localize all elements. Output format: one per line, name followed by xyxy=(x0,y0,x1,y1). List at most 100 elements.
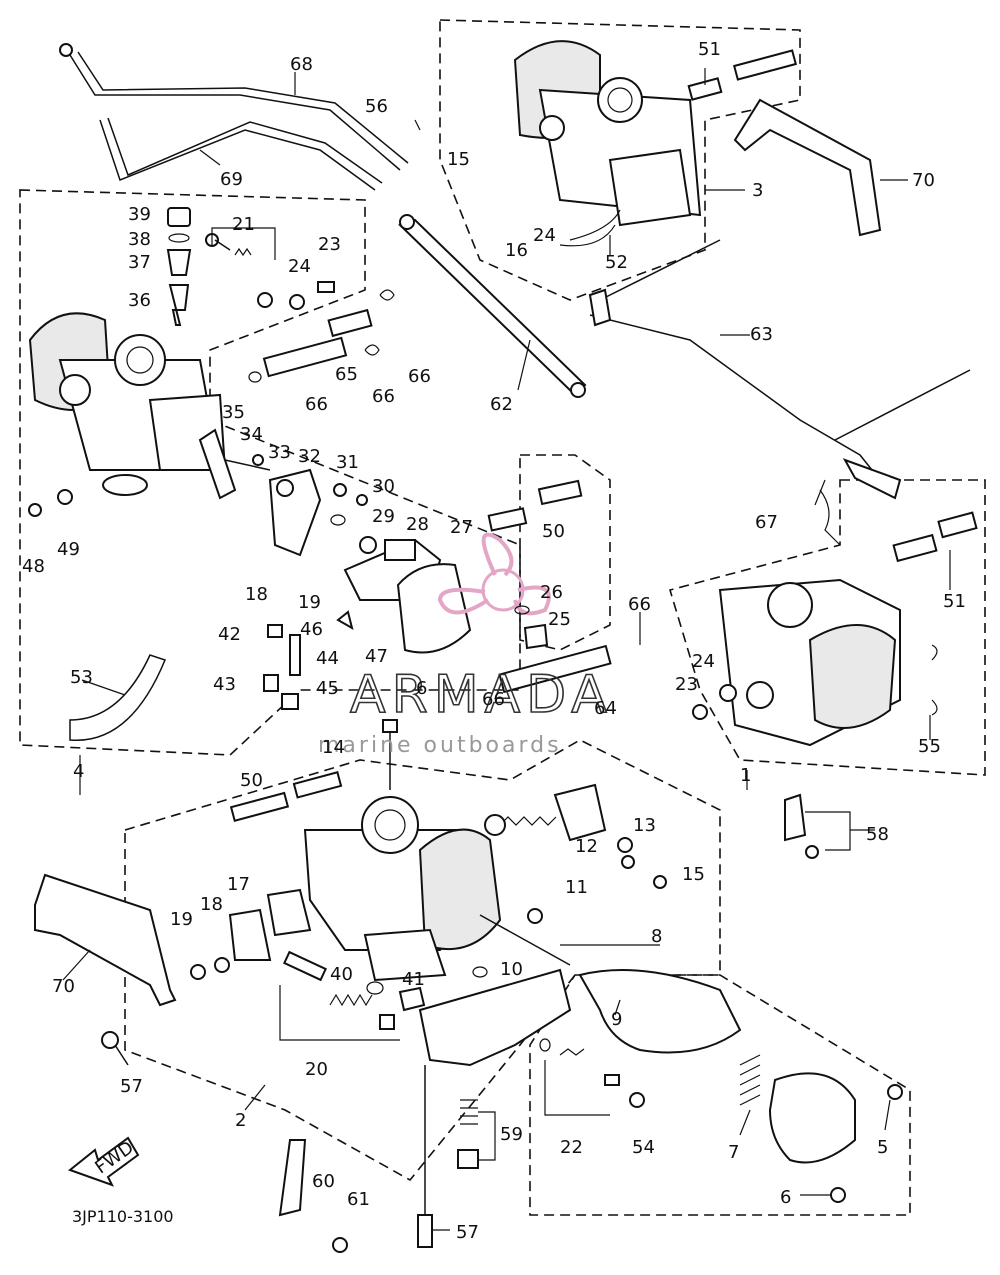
callout-number: 38 xyxy=(128,229,151,250)
group-box-1 xyxy=(668,479,986,776)
spring-set-20 xyxy=(279,950,400,1041)
callout-number: 8 xyxy=(651,926,662,947)
o-ring-40 xyxy=(366,981,384,995)
drain-hose-53 xyxy=(69,654,166,741)
callout-number: 18 xyxy=(200,894,223,915)
diaphragm-9 xyxy=(578,969,742,1054)
screw-23-right xyxy=(692,704,708,720)
callout-number: 17 xyxy=(227,874,250,895)
callout-number: 16 xyxy=(505,240,528,261)
callout-number: 64 xyxy=(594,698,617,719)
plug-54 xyxy=(629,1092,645,1108)
callout-number: 31 xyxy=(336,452,359,473)
callout-number: 45 xyxy=(316,678,339,699)
callout-number: 49 xyxy=(57,539,80,560)
hose-50-a xyxy=(537,479,583,506)
watermark-propeller-logo xyxy=(437,532,551,616)
clip-66-a xyxy=(379,289,395,301)
carburetor-assembly-1 xyxy=(718,489,901,747)
screw-19 xyxy=(190,964,206,980)
callout-number: 57 xyxy=(120,1076,143,1097)
fuel-hose-69 xyxy=(99,117,383,191)
callout-number: 55 xyxy=(918,736,941,757)
callout-number: 4 xyxy=(73,761,84,782)
hose-65-b xyxy=(327,308,373,338)
screw-11 xyxy=(527,908,543,924)
screw-15-b xyxy=(653,875,667,889)
callout-number: 25 xyxy=(548,609,571,630)
screw-61 xyxy=(332,1237,348,1253)
callout-number: 3 xyxy=(752,180,763,201)
group-box-6 xyxy=(519,454,611,651)
hose-64 xyxy=(498,644,612,694)
callout-labels: 6869565115703241652393837362123246665666… xyxy=(22,39,966,1243)
screw-15-a xyxy=(621,855,635,869)
callout-number: 24 xyxy=(533,225,556,246)
bracket-70-top xyxy=(733,98,882,237)
screw-6 xyxy=(830,1187,846,1203)
float-chamber-base xyxy=(418,968,572,1067)
callout-number: 66 xyxy=(305,394,328,415)
hose-50-c xyxy=(229,791,290,822)
callout-number: 14 xyxy=(322,737,345,758)
part-18 xyxy=(228,908,272,961)
callout-number: 58 xyxy=(866,824,889,845)
callout-number: 13 xyxy=(633,815,656,836)
hose-51-d xyxy=(937,511,978,539)
callout-number: 65 xyxy=(335,364,358,385)
forward-arrow: FWD xyxy=(67,1136,140,1187)
callout-number: 44 xyxy=(316,648,339,669)
o-ring-26 xyxy=(514,605,530,615)
callout-number: 33 xyxy=(268,442,291,463)
callout-number: 35 xyxy=(222,402,245,423)
bracket-58 xyxy=(784,793,851,859)
bracket-70-left xyxy=(34,873,177,1007)
hose-50-d xyxy=(292,771,343,799)
cover-13 xyxy=(553,783,607,842)
fuel-hose-68 xyxy=(59,43,409,171)
group-box-3 xyxy=(439,19,801,301)
carburetor-assembly-top xyxy=(513,40,702,247)
watermark-tagline: marine outboards xyxy=(318,733,562,758)
callout-number: 9 xyxy=(611,1009,622,1030)
callout-number: 59 xyxy=(500,1124,523,1145)
callout-number: 24 xyxy=(692,651,715,672)
callout-number: 62 xyxy=(490,394,513,415)
screw-41 xyxy=(398,986,426,1012)
callout-number: 41 xyxy=(402,969,425,990)
callout-number: 6 xyxy=(416,678,427,699)
clip-55 xyxy=(931,644,938,716)
callout-number: 27 xyxy=(450,517,473,538)
washer-24-right xyxy=(719,684,737,702)
washer-49 xyxy=(57,489,73,505)
callout-number: 23 xyxy=(675,674,698,695)
callout-number: 60 xyxy=(312,1171,335,1192)
carburetor-body-27 xyxy=(343,538,472,654)
hose-51-a xyxy=(687,77,723,101)
watermark-brand: ARMADA xyxy=(350,665,613,725)
callout-number: 61 xyxy=(347,1189,370,1210)
hose-51-b xyxy=(732,49,798,81)
callout-number: 63 xyxy=(750,324,773,345)
spring-7 xyxy=(739,1054,761,1106)
leader-lines xyxy=(62,68,951,1231)
group-box-4 xyxy=(19,189,521,756)
callout-number: 5 xyxy=(877,1137,888,1158)
jet-22-screw xyxy=(604,1074,620,1086)
callout-number: 50 xyxy=(240,770,263,791)
callout-number: 26 xyxy=(540,582,563,603)
screw-25 xyxy=(523,623,549,650)
hose-51-c xyxy=(892,533,938,563)
callout-number: 6 xyxy=(780,1187,791,1208)
callout-number: 46 xyxy=(300,619,323,640)
jet-22-spring xyxy=(559,1048,585,1056)
callout-number: 70 xyxy=(912,170,935,191)
jet-parts-4 xyxy=(263,610,354,710)
carburetor-assembly-4 xyxy=(28,312,227,496)
hose-50-b xyxy=(487,507,528,532)
callout-number: 15 xyxy=(447,149,470,170)
throttle-stop-assembly xyxy=(198,428,377,557)
callout-number: 21 xyxy=(232,214,255,235)
callout-number: 12 xyxy=(575,836,598,857)
callout-number: 34 xyxy=(240,424,263,445)
